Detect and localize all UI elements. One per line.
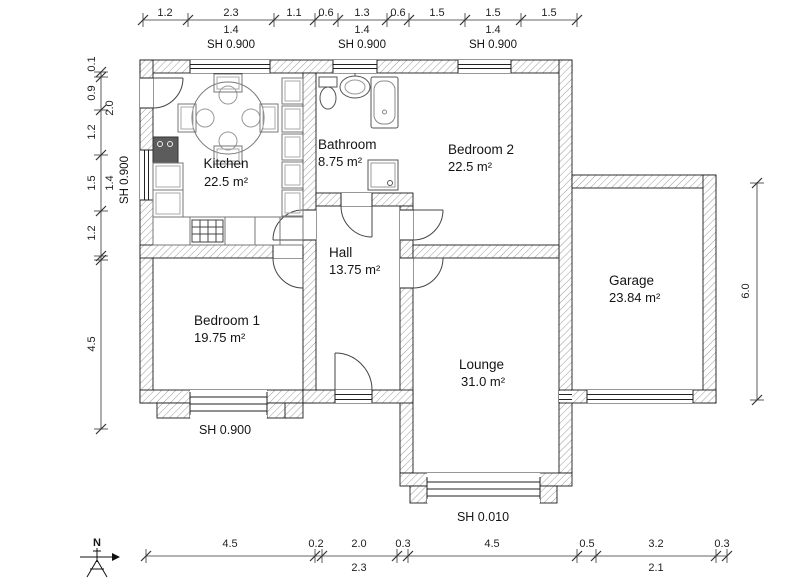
kitchen-door: [272, 209, 316, 241]
bathtub-icon: [370, 76, 399, 129]
dim-top-seg-8: 1.5: [541, 7, 556, 19]
bedroom1-door: [272, 245, 304, 289]
dim-top-seg-2: 1.1: [286, 7, 301, 19]
dim-bottom-seg-7: 0.3: [714, 538, 729, 550]
dim-bottom-seg-6: 3.2: [648, 538, 663, 550]
dim-bottom-seg-2: 2.0: [351, 538, 366, 550]
stove-icon: [191, 219, 224, 243]
dim-top-seg-4: 1.3: [354, 7, 369, 19]
dim-bottom-seg-4: 4.5: [484, 538, 499, 550]
room-label-lounge: Lounge: [459, 357, 504, 372]
wall-bedroom2-lounge: [412, 244, 560, 259]
openings: [140, 60, 694, 503]
room-area-bedroom1: 19.75 m²: [194, 330, 246, 345]
dim-bottom-inner-1: 2.1: [648, 562, 663, 574]
back-door: [140, 77, 184, 109]
dim-left-seg-3: 1.5: [86, 175, 98, 190]
shower-icon: [367, 159, 399, 191]
bedroom2-door: [400, 209, 444, 241]
dining-table-icon: [177, 73, 279, 165]
bathroom-fixtures: [318, 73, 399, 191]
wall-garage-north: [571, 174, 717, 189]
dim-left-inner-0: 2.0: [104, 100, 116, 115]
room-area-lounge: 31.0 m²: [461, 374, 506, 389]
bathroom-door: [340, 193, 373, 238]
dim-top-seg-5: 0.6: [390, 7, 405, 19]
room-area-bathroom: 8.75 m²: [318, 154, 363, 169]
porch-step: [284, 402, 304, 419]
room-area-bedroom2: 22.5 m²: [448, 159, 493, 174]
room-label-kitchen: Kitchen: [203, 156, 248, 171]
dim-top-seg-0: 1.2: [157, 7, 172, 19]
bay1-stub-right: [266, 402, 288, 419]
dim-bottom-seg-5: 0.5: [579, 538, 594, 550]
room-label-hall: Hall: [329, 245, 352, 260]
sill-lounge: SH 0.010: [457, 510, 509, 524]
dim-top-seg-1: 2.3: [223, 7, 238, 19]
bedroom1-bay-window: [189, 390, 268, 418]
room-label-bedroom2: Bedroom 2: [448, 142, 514, 157]
lounge-bay-window: [426, 473, 541, 503]
room-area-garage: 23.84 m²: [609, 290, 661, 305]
dim-top-seg-6: 1.5: [429, 7, 444, 19]
room-label-garage: Garage: [609, 273, 654, 288]
dim-bottom-seg-3: 0.3: [395, 538, 410, 550]
kitchen-window-north: [189, 60, 271, 73]
dim-bottom-seg-0: 4.5: [222, 538, 237, 550]
dim-bottom-seg-1: 0.2: [308, 538, 323, 550]
dim-chain-top: 1.2 2.3 1.1 0.6 1.3 0.6 1.5 1.5 1.5 1.4 …: [137, 7, 583, 51]
lounge-side-window: [559, 391, 572, 402]
kitchen-counter-icon: [152, 77, 304, 246]
bay1-stub-left: [156, 402, 191, 419]
toilet-icon: [318, 76, 338, 110]
garage-door: [586, 390, 694, 403]
dim-top-seg-3: 0.6: [318, 7, 333, 19]
room-label-bathroom: Bathroom: [318, 137, 377, 152]
dim-chain-left: 0.1 0.9 1.2 1.5 1.2 4.5 2.0 1.4 SH 0.900: [86, 56, 131, 435]
dim-top-width-2: 1.4: [485, 24, 500, 36]
dim-chain-bottom: 4.5 0.2 2.0 0.3 4.5 0.5 3.2 0.3 2.3 2.1: [140, 538, 733, 574]
room-labels: Kitchen 22.5 m² Bathroom 8.75 m² Bedroom…: [194, 137, 661, 389]
room-area-hall: 13.75 m²: [329, 262, 381, 277]
wall-west: [139, 59, 154, 404]
dim-top-seg-7: 1.5: [485, 7, 500, 19]
dim-bottom-inner-0: 2.3: [351, 562, 366, 574]
north-arrow-icon: N: [80, 537, 120, 578]
dim-left-seg-2: 1.2: [86, 124, 98, 139]
north-label: N: [93, 537, 101, 549]
front-door: [334, 352, 373, 403]
bay2-stub-left: [409, 485, 428, 504]
dim-left-seg-1: 0.9: [86, 85, 98, 100]
kitchen-fixtures: [152, 73, 304, 246]
lounge-door: [400, 257, 444, 289]
dim-top-width-0: 1.4: [223, 24, 238, 36]
sill-left: SH 0.900: [119, 156, 131, 204]
kitchen-window-west: [140, 149, 153, 201]
wall-hall-east: [399, 205, 414, 474]
bay2-stub-right: [539, 485, 558, 504]
dim-right-seg-0: 6.0: [740, 283, 752, 298]
wall-garage-east: [702, 174, 717, 404]
sill-top-0: SH 0.900: [207, 39, 255, 51]
bedroom2-window-north: [457, 60, 512, 73]
dim-left-seg-5: 4.5: [86, 336, 98, 351]
dim-top-width-1: 1.4: [354, 24, 369, 36]
dim-chain-right: 6.0: [740, 177, 765, 406]
dim-left-inner-1: 1.4: [104, 175, 116, 190]
dim-left-seg-0: 0.1: [86, 56, 98, 71]
bathroom-window-north: [332, 60, 378, 73]
dim-left-seg-4: 1.2: [86, 225, 98, 240]
room-area-kitchen: 22.5 m²: [204, 174, 249, 189]
sill-top-2: SH 0.900: [469, 39, 517, 51]
sill-top-1: SH 0.900: [338, 39, 386, 51]
sink-icon: [339, 73, 371, 99]
room-label-bedroom1: Bedroom 1: [194, 313, 260, 328]
sill-bedroom1: SH 0.900: [199, 423, 251, 437]
wall-east: [558, 59, 573, 474]
